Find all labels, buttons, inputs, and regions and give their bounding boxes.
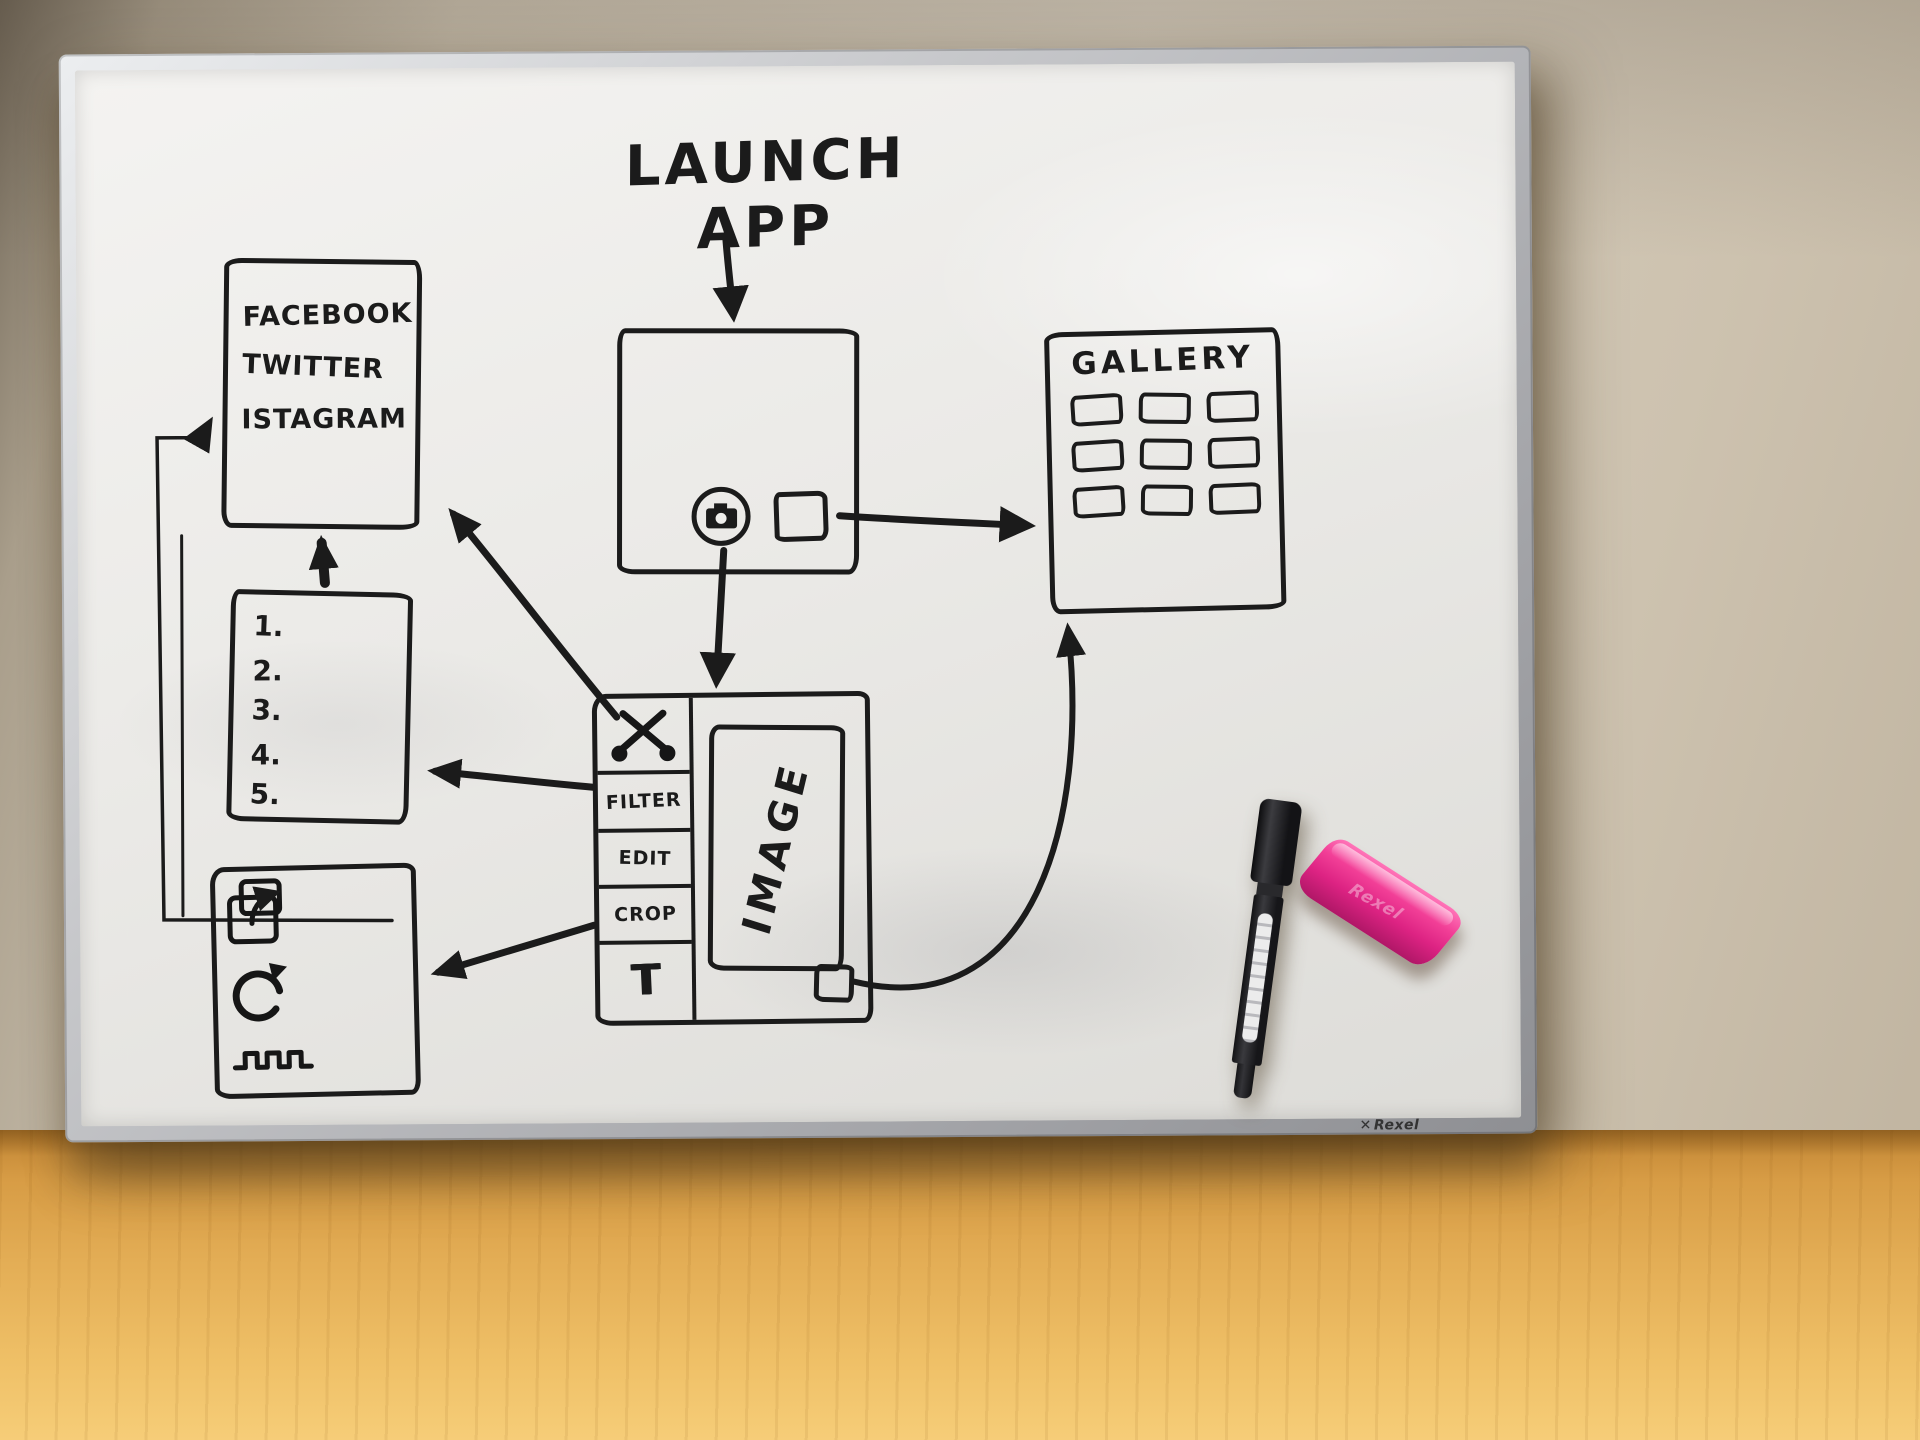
camera-screen-box — [617, 328, 860, 575]
step-item: 5. — [249, 777, 281, 812]
brand-logo: ✕ — [1359, 1117, 1372, 1134]
tool-edit: EDIT — [598, 831, 691, 889]
image-canvas: IMAGE — [707, 724, 846, 972]
step-item: 4. — [250, 738, 281, 772]
gallery-thumb — [1069, 392, 1124, 428]
text-tool-icon: T — [630, 954, 662, 1006]
loop-actions-to-social — [155, 416, 394, 923]
gallery-thumb — [1071, 484, 1126, 520]
actions-box — [209, 862, 422, 1100]
gallery-grid — [1050, 376, 1279, 520]
gallery-thumb — [1070, 438, 1125, 474]
rotate-icon — [232, 963, 288, 1022]
share-icon — [227, 878, 283, 945]
marker-cap — [1249, 797, 1303, 887]
action-icons — [227, 878, 314, 1071]
arrow-steps-to-social — [308, 534, 339, 588]
gallery-thumb — [1138, 392, 1191, 425]
marker-tip — [1232, 1063, 1256, 1100]
image-label: IMAGE — [734, 755, 819, 941]
arrow-editor-to-gallery — [851, 622, 1086, 991]
tool-edit-label: EDIT — [617, 846, 672, 871]
step-item: 3. — [250, 693, 283, 728]
tool-filter: FILTER — [597, 773, 691, 833]
arrow-editor-to-steps — [427, 758, 597, 791]
whiteboard-surface: LAUNCH APP FACEBOOK TWITTER ISTAGRAM 1. … — [74, 61, 1522, 1127]
gallery-box: GALLERY — [1043, 327, 1287, 615]
social-item-facebook: FACEBOOK — [242, 297, 413, 333]
gallery-thumb — [1208, 482, 1262, 516]
whiteboard: LAUNCH APP FACEBOOK TWITTER ISTAGRAM 1. … — [58, 45, 1538, 1143]
gallery-thumb — [1207, 436, 1261, 470]
steps-list-box: 1. 2. 3. 4. 5. — [226, 588, 414, 825]
editor-toolbar: FILTER EDIT CROP T — [596, 697, 697, 1021]
tool-text: T — [600, 944, 693, 1017]
arrow-camera-to-gallery — [836, 506, 1036, 543]
loop-inner-line — [180, 534, 185, 918]
social-item-twitter: TWITTER — [241, 348, 385, 386]
arrow-camera-to-editor — [699, 546, 736, 689]
social-item-instagram: ISTAGRAM — [241, 403, 408, 436]
tool-filter-label: FILTER — [605, 788, 683, 815]
export-thumbnail-square — [813, 963, 855, 1003]
capture-thumbnail-square — [773, 490, 829, 543]
tool-crop-label: CROP — [613, 902, 677, 927]
marker-label — [1241, 912, 1274, 1044]
diagram-title: LAUNCH APP — [624, 125, 907, 263]
scissors-icon — [611, 709, 676, 762]
step-item: 1. — [252, 609, 285, 644]
brand-name: Rexel — [1373, 1117, 1420, 1134]
arrow-editor-to-actions — [430, 921, 598, 979]
arrow-title-to-camera — [712, 234, 749, 323]
arrow-editor-to-social — [448, 507, 621, 721]
image-editor-box: FILTER EDIT CROP T IMAGE — [591, 690, 874, 1026]
flow-arrows — [155, 234, 1086, 991]
camera-icon — [691, 486, 751, 546]
gallery-thumb — [1206, 390, 1260, 424]
social-share-box: FACEBOOK TWITTER ISTAGRAM — [221, 257, 423, 531]
step-item: 2. — [252, 654, 283, 688]
tool-crop: CROP — [598, 887, 692, 945]
gallery-thumb — [1140, 484, 1194, 517]
gallery-thumb — [1139, 438, 1193, 471]
wooden-table — [0, 1130, 1920, 1440]
chart-bars-icon — [232, 1049, 314, 1071]
frame-brand: ✕Rexel — [1359, 1117, 1420, 1134]
tool-cut — [596, 697, 690, 775]
